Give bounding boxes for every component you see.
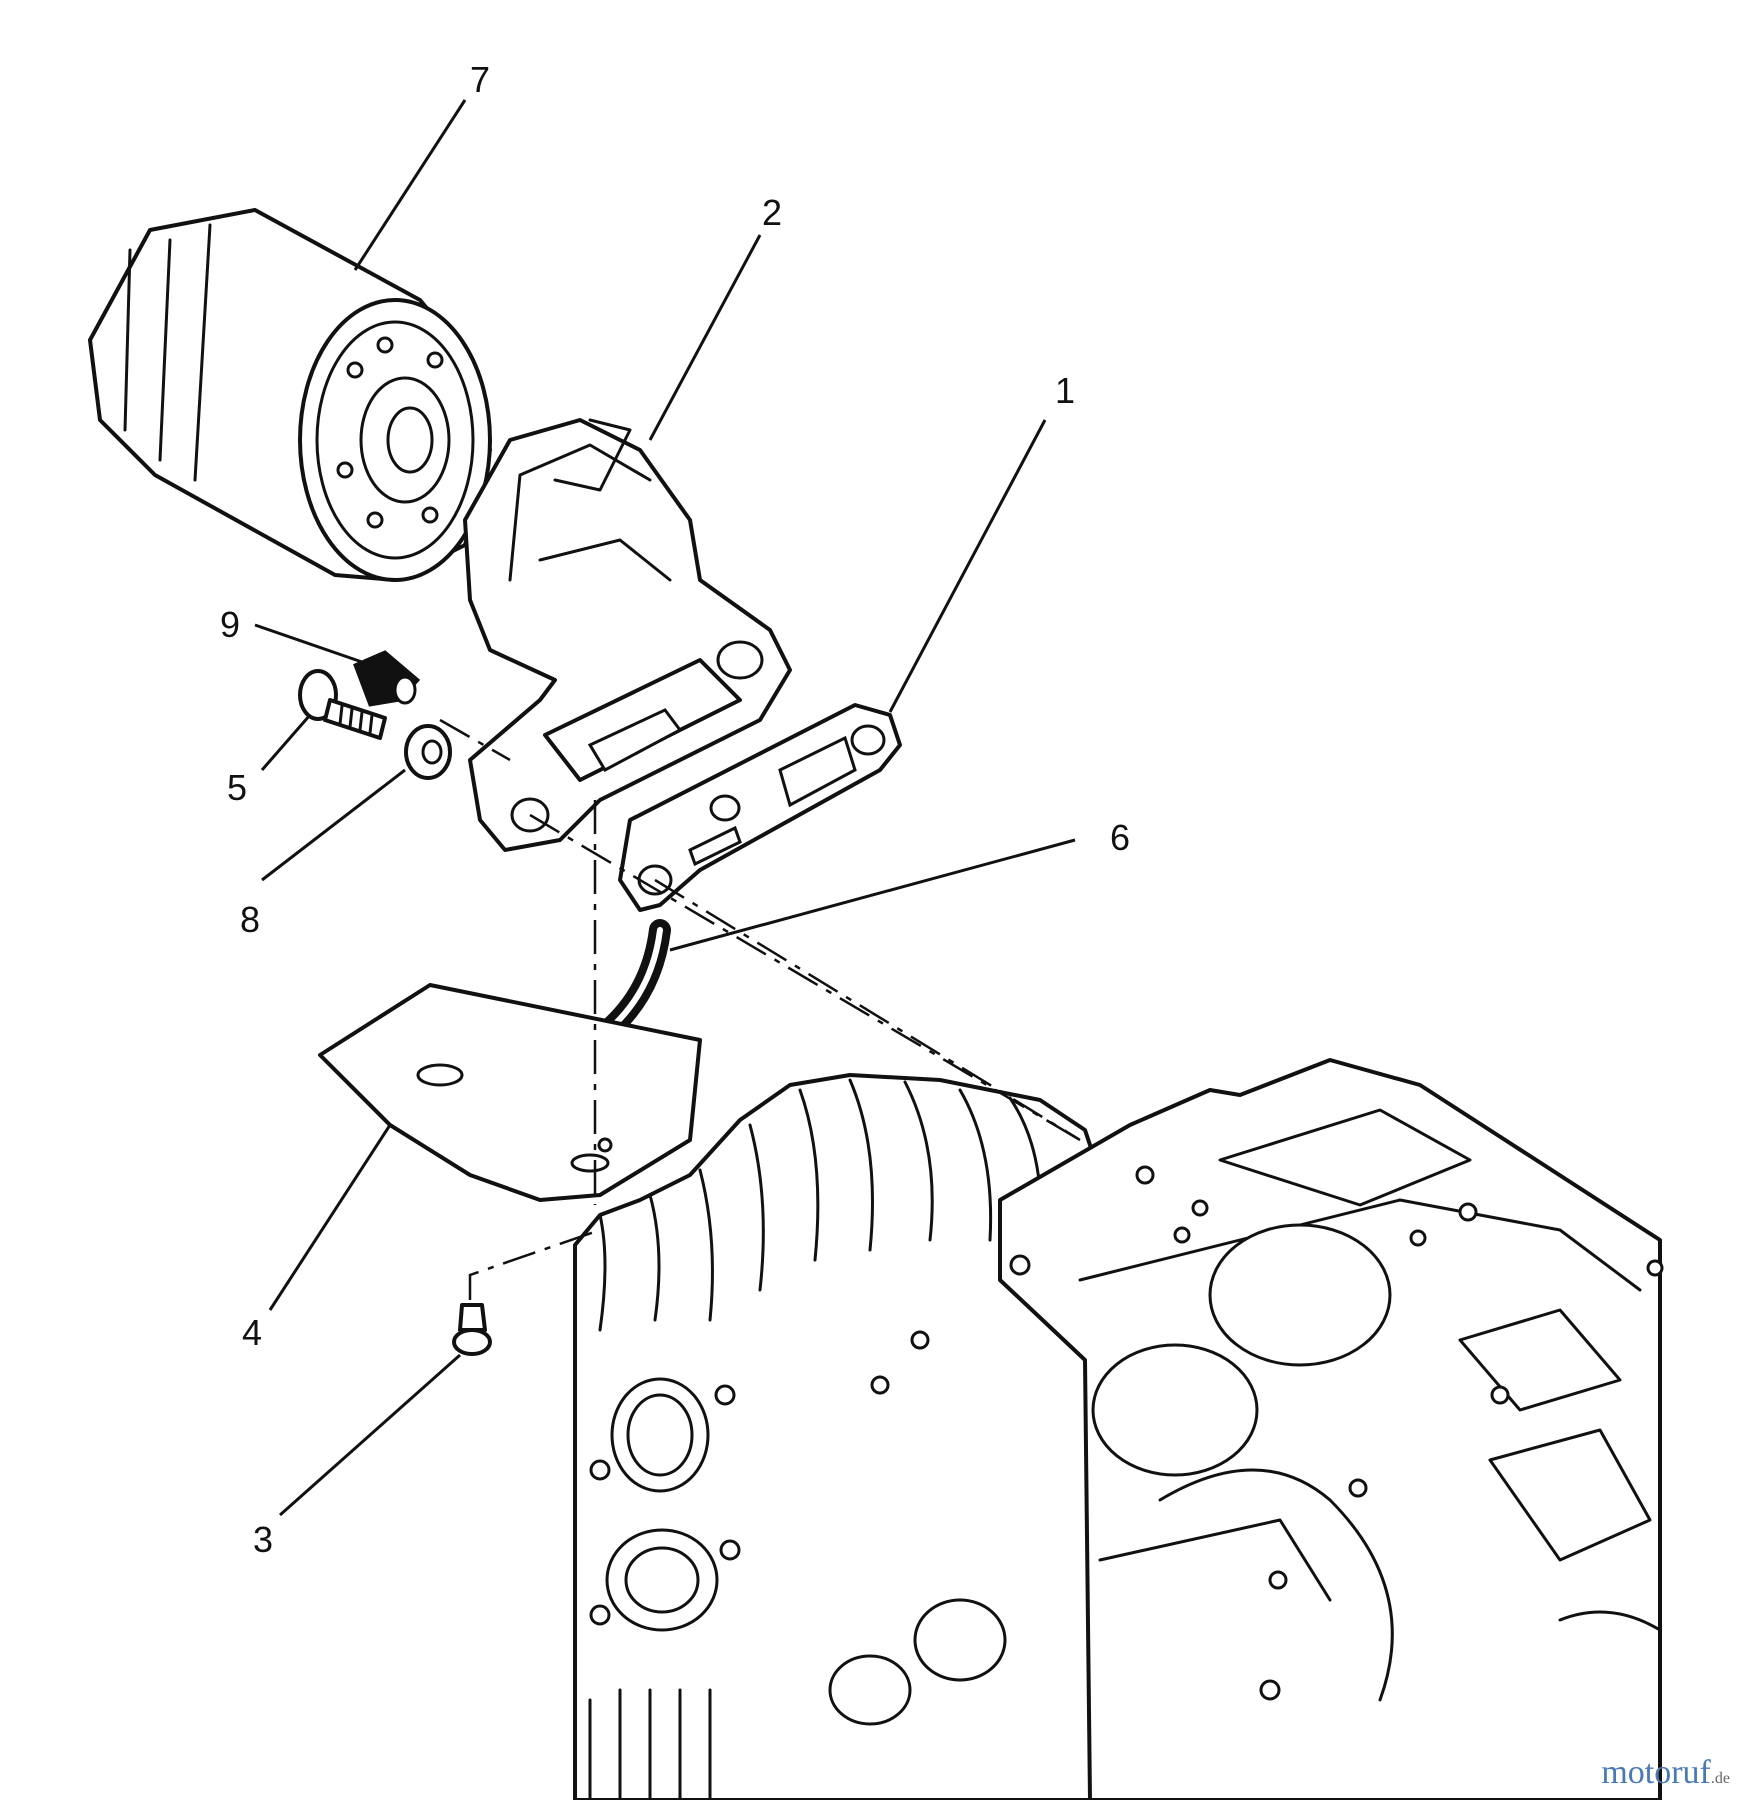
engine-block — [573, 1058, 1664, 1800]
callout-6: 6 — [1110, 817, 1130, 858]
callout-4: 4 — [242, 1312, 262, 1353]
oil-filter — [88, 208, 492, 582]
watermark-logo: motoruf.de — [1601, 1754, 1730, 1792]
callout-2: 2 — [762, 192, 782, 233]
washer — [404, 724, 452, 780]
mounting-screw — [452, 1303, 492, 1356]
adapter-gasket — [618, 703, 902, 912]
assembly-lines — [439, 718, 1081, 1300]
baffle-shield — [318, 983, 702, 1202]
callout-1: 1 — [1055, 370, 1075, 411]
watermark-suffix: .de — [1710, 1770, 1730, 1787]
callout-3: 3 — [253, 1519, 273, 1560]
cap-screw — [298, 669, 387, 740]
watermark-brand: motoruf — [1601, 1754, 1711, 1791]
plug-fitting — [353, 650, 421, 707]
callout-7: 7 — [470, 59, 490, 100]
filter-adapter — [463, 418, 792, 852]
callout-labels: 7 2 1 9 5 8 6 4 3 — [220, 59, 1130, 1560]
callout-9: 9 — [220, 604, 240, 645]
callout-5: 5 — [227, 767, 247, 808]
callout-8: 8 — [240, 899, 260, 940]
leader-lines — [254, 99, 1076, 1517]
